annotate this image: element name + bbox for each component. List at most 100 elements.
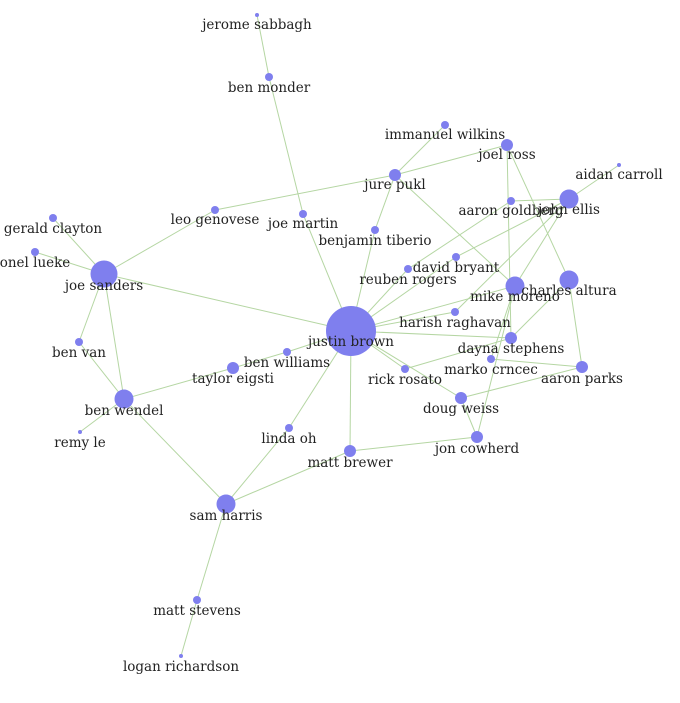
edge-jure-pukl-joel-ross <box>394 144 508 176</box>
edge-justin-brown-dayna-stephens <box>350 330 512 339</box>
label-linda-oh: linda oh <box>261 431 316 447</box>
edge-doug-weiss-jon-cowherd <box>460 397 478 438</box>
node-gerald-clayton[interactable] <box>49 214 57 222</box>
edge-joel-ross-charles-altura <box>506 144 570 281</box>
node-ben-williams[interactable] <box>283 348 291 356</box>
edge-ben-van-ben-wendel <box>78 341 125 400</box>
node-jure-pukl[interactable] <box>389 169 401 181</box>
node-ben-monder[interactable] <box>265 73 273 81</box>
edge-dayna-stephens-rick-rosato <box>404 337 512 370</box>
edge-jure-pukl-mike-moreno <box>394 174 516 287</box>
node-marko-crncec[interactable] <box>487 355 495 363</box>
node-joe-sanders[interactable] <box>90 260 118 288</box>
edge-matt-stevens-logan-richardson <box>180 599 198 657</box>
node-john-ellis[interactable] <box>559 189 579 209</box>
label-rick-rosato: rick rosato <box>368 372 442 388</box>
label-john-ellis: john ellis <box>536 202 600 218</box>
node-justin-brown[interactable] <box>326 306 376 356</box>
node-dayna-stephens[interactable] <box>505 332 517 344</box>
edge-matt-brewer-jon-cowherd <box>349 436 478 452</box>
label-joel-ross: joel ross <box>476 147 535 163</box>
label-remy-le: remy le <box>54 435 105 451</box>
label-aidan-carroll: aidan carroll <box>575 167 662 183</box>
label-harish-raghavan: harish raghavan <box>399 315 511 331</box>
label-justin-brown: justin brown <box>306 334 394 350</box>
edge-ben-monder-joe-martin <box>268 76 304 215</box>
node-ben-wendel[interactable] <box>114 389 134 409</box>
node-linda-oh[interactable] <box>285 424 293 432</box>
edge-leo-genovese-joe-sanders <box>103 209 216 275</box>
label-marko-crncec: marko crncec <box>444 362 538 378</box>
node-rick-rosato[interactable] <box>401 365 409 373</box>
node-david-bryant[interactable] <box>452 253 460 261</box>
node-aaron-goldberg[interactable] <box>507 197 515 205</box>
node-reuben-rogers[interactable] <box>404 265 412 273</box>
label-benjamin-tiberio: benjamin tiberio <box>319 233 432 249</box>
edge-mike-moreno-justin-brown <box>350 285 516 332</box>
node-lionel-lueke[interactable] <box>31 248 39 256</box>
label-david-bryant: david bryant <box>413 260 500 276</box>
label-gerald-clayton: gerald clayton <box>4 221 102 237</box>
edge-aaron-goldberg-john-ellis <box>510 198 570 202</box>
node-ben-van[interactable] <box>75 338 83 346</box>
edge-john-ellis-mike-moreno <box>514 198 570 287</box>
node-benjamin-tiberio[interactable] <box>371 226 379 234</box>
label-immanuel-wilkins: immanuel wilkins <box>385 127 505 143</box>
edge-linda-oh-sam-harris <box>225 427 290 505</box>
label-mike-moreno: mike moreno <box>470 289 560 305</box>
node-doug-weiss[interactable] <box>455 392 467 404</box>
edge-charles-altura-aaron-parks <box>568 279 583 368</box>
node-jerome-sabbagh[interactable] <box>255 13 259 17</box>
edge-jerome-sabbagh-ben-monder <box>256 14 270 78</box>
node-charles-altura[interactable] <box>559 270 579 290</box>
edge-aaron-parks-doug-weiss <box>460 366 583 399</box>
node-matt-brewer[interactable] <box>344 445 356 457</box>
edge-john-ellis-harish-raghavan <box>454 198 570 313</box>
label-matt-brewer: matt brewer <box>307 455 393 471</box>
edge-joe-sanders-ben-wendel <box>103 273 125 400</box>
node-mike-moreno[interactable] <box>505 276 525 296</box>
node-jon-cowherd[interactable] <box>471 431 483 443</box>
node-remy-le[interactable] <box>78 430 82 434</box>
node-taylor-eigsti[interactable] <box>227 362 239 374</box>
edge-aaron-parks-marko-crncec <box>490 358 583 368</box>
edge-ben-williams-taylor-eigsti <box>232 351 288 369</box>
label-jerome-sabbagh: jerome sabbagh <box>200 17 312 33</box>
node-circles <box>31 13 621 658</box>
node-leo-genovese[interactable] <box>211 206 219 214</box>
label-doug-weiss: doug weiss <box>423 401 499 417</box>
label-logan-richardson: logan richardson <box>123 659 239 675</box>
node-matt-stevens[interactable] <box>193 596 201 604</box>
label-sam-harris: sam harris <box>190 508 263 524</box>
edge-matt-brewer-sam-harris <box>225 450 351 505</box>
node-logan-richardson[interactable] <box>179 654 183 658</box>
edge-aidan-carroll-john-ellis <box>568 164 620 200</box>
label-jon-cowherd: jon cowherd <box>433 441 520 457</box>
node-aaron-parks[interactable] <box>576 361 588 373</box>
edge-mike-moreno-marko-crncec <box>490 285 516 360</box>
node-joel-ross[interactable] <box>501 139 513 151</box>
edge-aaron-goldberg-reuben-rogers <box>407 200 512 270</box>
label-ben-wendel: ben wendel <box>85 403 164 419</box>
node-sam-harris[interactable] <box>216 494 236 514</box>
label-leo-genovese: leo genovese <box>171 212 260 228</box>
label-ben-williams: ben williams <box>244 355 330 371</box>
label-charles-altura: charles altura <box>521 283 616 299</box>
edge-ben-wendel-sam-harris <box>123 398 227 505</box>
edge-immanuel-wilkins-jure-pukl <box>394 124 446 176</box>
label-reuben-rogers: reuben rogers <box>359 272 456 288</box>
node-immanuel-wilkins[interactable] <box>441 121 449 129</box>
label-joe-sanders: joe sanders <box>63 278 143 294</box>
edge-mike-moreno-jon-cowherd <box>476 285 516 438</box>
label-matt-stevens: matt stevens <box>153 603 241 619</box>
node-joe-martin[interactable] <box>299 210 307 218</box>
label-joe-martin: joe martin <box>266 216 339 232</box>
edge-jure-pukl-leo-genovese <box>214 174 396 211</box>
node-harish-raghavan[interactable] <box>451 308 459 316</box>
label-aaron-parks: aaron parks <box>541 371 623 387</box>
node-aidan-carroll[interactable] <box>617 163 621 167</box>
label-aaron-goldberg: aaron goldberg <box>458 203 563 219</box>
label-lionel-lueke: onel lueke <box>0 255 70 271</box>
